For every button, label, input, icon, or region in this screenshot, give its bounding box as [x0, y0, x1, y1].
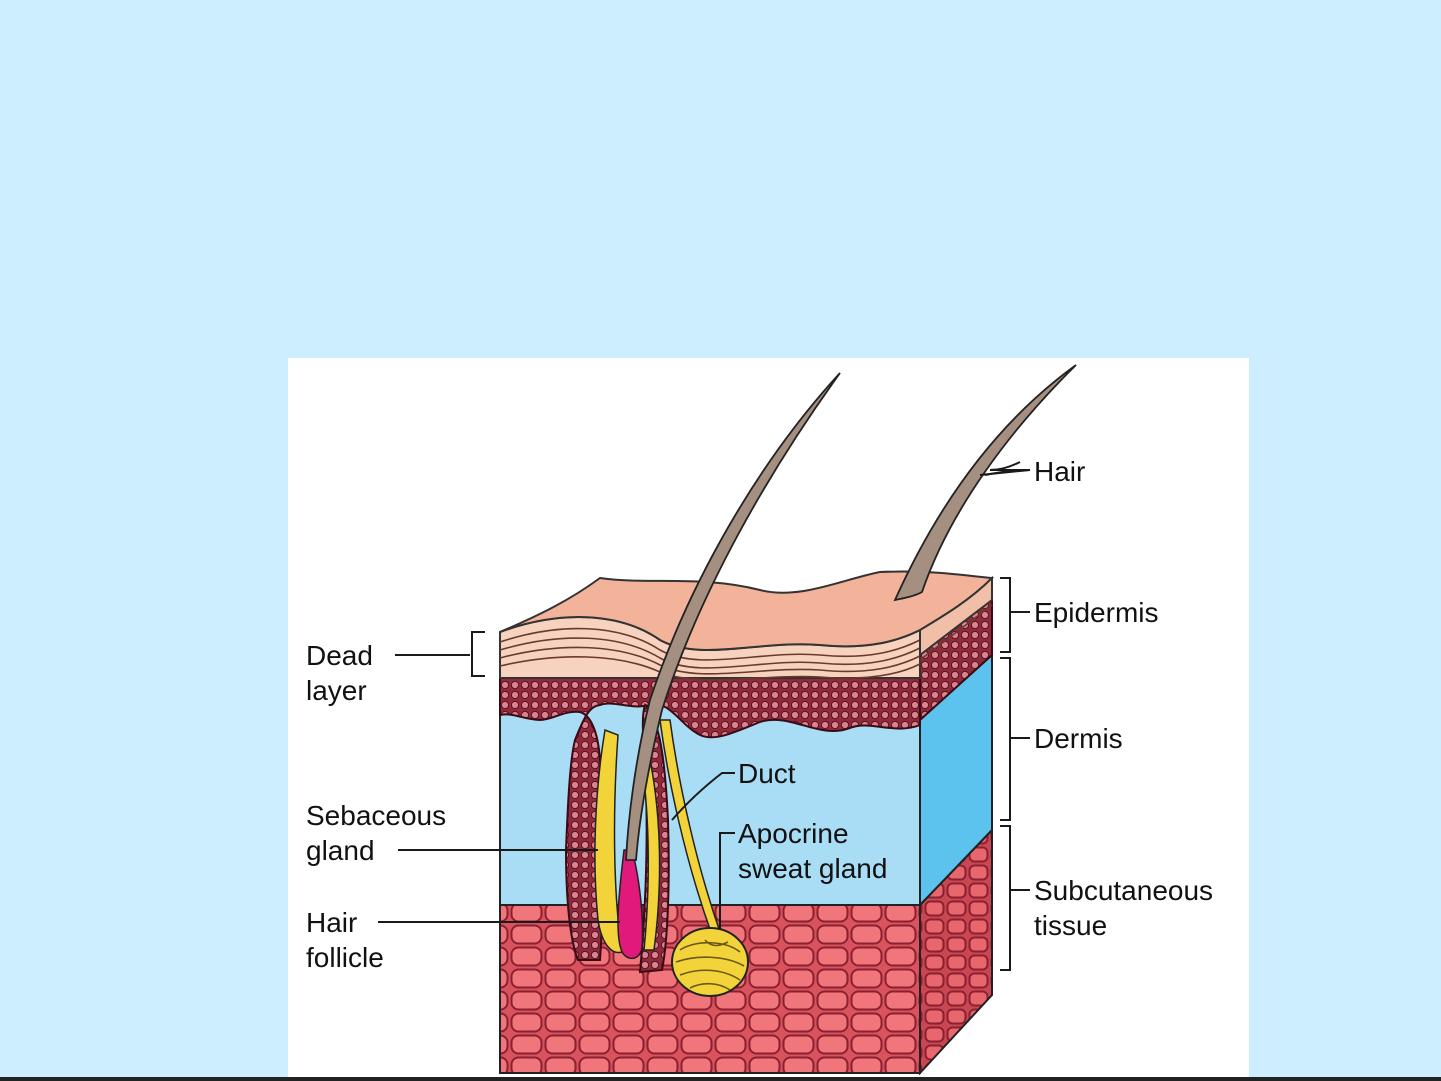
- label-dead-layer-line1: Dead: [306, 640, 373, 671]
- label-subcutaneous-line1: Subcutaneous: [1034, 875, 1213, 906]
- label-duct: Duct: [738, 758, 796, 789]
- label-apocrine-line1: Apocrine: [738, 818, 849, 849]
- label-sebaceous-line1: Sebaceous: [306, 800, 446, 831]
- label-dead-layer-line2: layer: [306, 675, 367, 706]
- label-sebaceous-line2: gland: [306, 835, 375, 866]
- label-follicle-line1: Hair: [306, 907, 357, 938]
- bottom-rule: [0, 1077, 1441, 1081]
- label-epidermis: Epidermis: [1034, 597, 1158, 628]
- label-follicle-line2: follicle: [306, 942, 384, 973]
- label-hair: Hair: [1034, 456, 1085, 487]
- label-apocrine-line2: sweat gland: [738, 853, 887, 884]
- apocrine-gland: [672, 928, 748, 996]
- label-dermis: Dermis: [1034, 723, 1123, 754]
- label-subcutaneous-line2: tissue: [1034, 910, 1107, 941]
